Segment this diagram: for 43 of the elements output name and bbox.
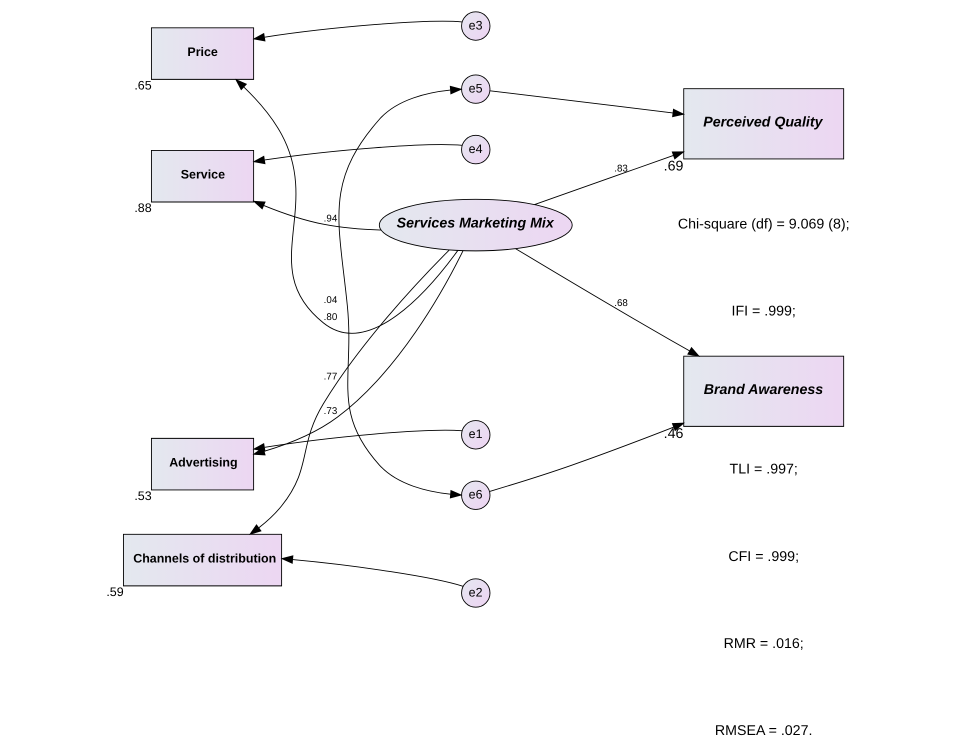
arrow xyxy=(248,250,450,536)
node-box: Perceived Quality xyxy=(682,88,844,160)
arrow xyxy=(234,78,458,334)
label: Chi-square (df) = 9.069 (8); xyxy=(677,216,850,232)
edge-label: .80 xyxy=(323,312,337,324)
node-box: Brand Awareness xyxy=(682,356,844,427)
arrow xyxy=(252,200,381,230)
arrow xyxy=(488,422,684,492)
label: IFI = .999; xyxy=(731,304,796,320)
label: TLI = .997; xyxy=(729,462,798,478)
edge-label: .83 xyxy=(614,164,628,175)
arrow xyxy=(534,151,684,206)
arrow xyxy=(489,90,684,118)
node-label: .88 xyxy=(134,200,152,215)
node-label: .65 xyxy=(134,78,152,92)
label: CFI = .999; xyxy=(728,548,799,565)
edge-label: .77 xyxy=(323,372,337,383)
label: RMR = .016; xyxy=(723,636,804,652)
node-circle: e1 xyxy=(460,420,490,450)
node-label: .69 xyxy=(663,158,683,174)
edge-label: .94 xyxy=(323,213,337,224)
arrow xyxy=(338,86,462,499)
arrow xyxy=(252,20,462,42)
arrow xyxy=(280,555,464,587)
node-box: Price xyxy=(150,27,254,80)
node-box: Advertising xyxy=(150,438,254,490)
node-circle: e3 xyxy=(460,11,490,41)
node-label: .53 xyxy=(134,488,152,503)
edge-label: .68 xyxy=(614,298,628,309)
node-label: .46 xyxy=(663,426,683,442)
node-circle: e4 xyxy=(460,134,490,164)
node-circle: e5 xyxy=(460,74,490,104)
arrow xyxy=(514,248,700,357)
node-label: .59 xyxy=(106,584,124,599)
label: RMSEA = .027. xyxy=(714,722,812,739)
edge-label: .04 xyxy=(323,295,337,306)
node-circle: e2 xyxy=(460,578,490,608)
node-ellipse: Services Marketing Mix xyxy=(378,198,572,252)
node-circle: e6 xyxy=(460,480,490,510)
node-box: Service xyxy=(150,150,254,202)
node-box: Channels of distribution xyxy=(122,534,282,586)
arrow xyxy=(252,144,462,164)
edge-label: .73 xyxy=(323,406,337,418)
